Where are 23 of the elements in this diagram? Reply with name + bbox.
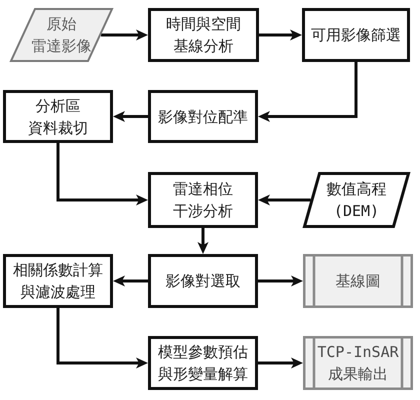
- process-box: 模型參數預估與形變量解算: [148, 336, 258, 390]
- arrow: [198, 228, 208, 254]
- arrow: [56, 143, 148, 206]
- arrow: [113, 276, 148, 286]
- process-box: 影像對位配準: [148, 90, 258, 143]
- predefined-process-box: TCP-InSAR成果輸出: [303, 336, 413, 390]
- arrow: [258, 358, 303, 368]
- arrow: [258, 62, 358, 122]
- process-box: 可用影像篩選: [302, 8, 410, 62]
- arrow: [259, 30, 302, 40]
- process-box: 分析區資料裁切: [3, 90, 113, 143]
- predefined-process-box: 基線圖: [303, 254, 413, 308]
- input-parallelogram: 原始雷達影像: [10, 8, 113, 62]
- input-parallelogram: 數值高程(DEM): [303, 172, 410, 228]
- arrow: [113, 111, 148, 122]
- process-box: 時間與空間基線分析: [148, 8, 259, 62]
- arrow: [56, 308, 148, 368]
- process-box: 相關係數計算與濾波處理: [3, 254, 113, 308]
- process-box: 影像對選取: [148, 254, 258, 308]
- process-box: 雷達相位干涉分析: [148, 172, 258, 228]
- arrow: [258, 276, 303, 286]
- arrow: [101, 30, 148, 40]
- arrow: [258, 194, 310, 206]
